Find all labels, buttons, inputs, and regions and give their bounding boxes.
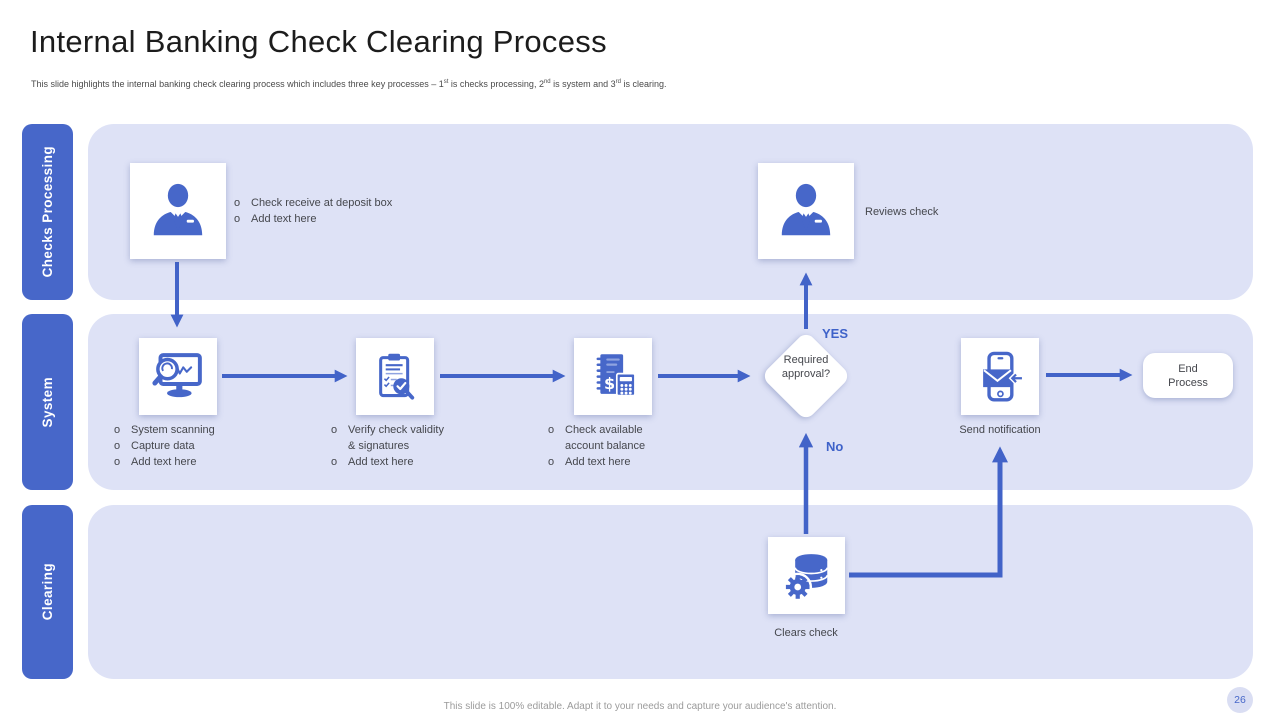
businessman-icon [775,180,837,242]
node-reviews-check [758,163,854,259]
node-end-process: End Process [1143,353,1233,398]
label-end-process: End Process [1168,362,1208,389]
footer-note: This slide is 100% editable. Adapt it to… [443,701,837,712]
lane-panel-checks-processing [88,124,1253,300]
phone-mail-icon [973,350,1027,404]
clipboard-check-icon [368,350,422,404]
label-required-approval: Required approval? [781,354,831,380]
lane-panel-system [88,314,1253,490]
node-send-notification [961,338,1039,415]
ledger-calculator-icon: $ [586,350,640,404]
page-subtitle: This slide highlights the internal banki… [31,79,667,89]
page-title: Internal Banking Check Clearing Process [30,24,607,59]
lane-tab-system: System [22,314,73,490]
node-verify-check [356,338,434,415]
lane-tab-checks-processing: Checks Processing [22,124,73,300]
businessman-icon [147,180,209,242]
svg-text:$: $ [604,373,615,392]
lane-tab-clearing: Clearing [22,505,73,679]
node-system-scanning [139,338,217,415]
node-check-receive [130,163,226,259]
branch-label-no: No [826,439,844,454]
label-clears-check: Clears check [774,627,838,639]
branch-label-yes: YES [822,326,849,341]
page-number-badge: 26 [1227,687,1253,713]
label-reviews-check: Reviews check [865,206,939,218]
label-send-notification: Send notification [959,424,1041,436]
lane-panel-clearing [88,505,1253,679]
database-gear-icon [780,549,834,603]
monitor-magnifier-icon [150,349,206,405]
node-account-balance: $ [574,338,652,415]
node-clears-check [768,537,845,614]
